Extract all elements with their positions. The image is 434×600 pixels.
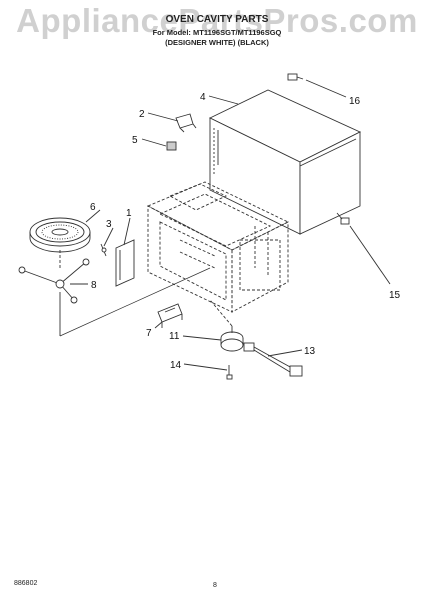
screw-part-15	[336, 212, 350, 225]
page-number: 8	[213, 582, 217, 589]
roller-support-part-8	[18, 258, 90, 304]
model-line: For Model: MT1196SGT/MT1196SGQ	[152, 28, 282, 37]
diagram-title: OVEN CAVITY PARTS	[165, 14, 269, 25]
callout-3: 3	[106, 219, 112, 230]
callout-14: 14	[170, 360, 182, 371]
callout-13: 13	[304, 346, 316, 357]
screw-part-14	[226, 365, 233, 380]
part-code: 886802	[14, 580, 38, 587]
callout-11: 11	[169, 331, 180, 342]
callout-4: 4	[200, 92, 206, 103]
watermark: AppliancePartsPros.com	[16, 2, 418, 39]
waveguide-cover-part-1	[115, 239, 135, 287]
callout-7: 7	[146, 328, 152, 339]
callout-6: 6	[90, 202, 96, 213]
color-line: (DESIGNER WHITE) (BLACK)	[165, 38, 269, 47]
callout-16: 16	[349, 96, 361, 107]
callout-5: 5	[132, 135, 138, 146]
wire-harness-part-13	[243, 342, 303, 377]
callout-2: 2	[139, 109, 145, 120]
clip-part-5	[166, 141, 177, 151]
screw-part-16	[287, 73, 304, 81]
callout-15: 15	[389, 290, 401, 301]
outer-wrapper-cabinet	[208, 89, 362, 235]
callout-8: 8	[91, 280, 97, 291]
bracket-part-2	[175, 113, 197, 133]
glass-tray-part-6	[29, 217, 91, 253]
bracket-part-7	[157, 303, 183, 328]
turntable-motor-part-11	[220, 326, 244, 352]
callout-1: 1	[126, 208, 132, 219]
screw-part-3	[100, 243, 107, 257]
oven-cavity-frame	[146, 181, 290, 313]
